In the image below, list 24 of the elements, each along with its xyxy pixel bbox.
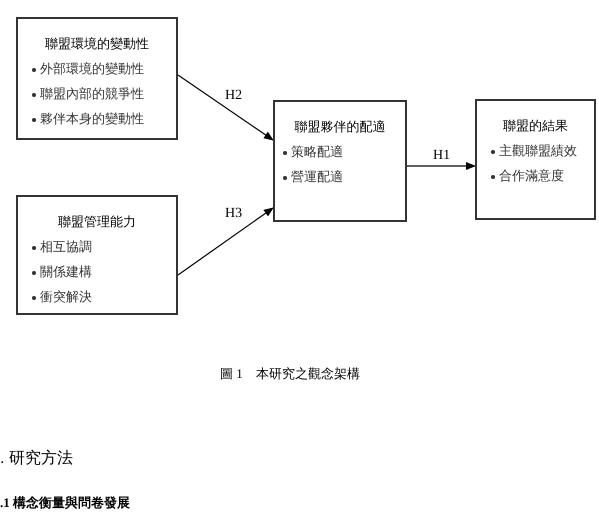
bullet-item: 聯盟內部的競爭性 bbox=[40, 86, 144, 101]
arrow bbox=[178, 74, 274, 141]
figure-caption: 圖 1 本研究之觀念架構 bbox=[220, 365, 360, 383]
box-heading: 聯盟環境的變動性 bbox=[44, 35, 150, 53]
box-heading: 聯盟的結果 bbox=[502, 117, 569, 135]
concept-box bbox=[16, 195, 178, 315]
section-heading: . 研究方法 bbox=[0, 448, 73, 469]
arrow bbox=[178, 207, 274, 276]
bullet-item: 合作滿意度 bbox=[499, 168, 564, 183]
bullet-item: 相互協調 bbox=[40, 239, 92, 254]
bullet-item: 營運配適 bbox=[291, 169, 343, 184]
bullet-item: 外部環境的變動性 bbox=[40, 61, 144, 76]
bullet-item: 關係建構 bbox=[40, 264, 92, 279]
arrow bbox=[407, 162, 476, 170]
bullet-item: 夥伴本身的變動性 bbox=[40, 111, 144, 126]
bullet-item: 主觀聯盟績效 bbox=[499, 143, 577, 158]
concept-box bbox=[475, 99, 596, 220]
bullet-item: 策略配適 bbox=[291, 144, 343, 159]
box-heading: 聯盟管理能力 bbox=[57, 213, 137, 231]
box-heading: 聯盟夥伴的配適 bbox=[294, 118, 386, 136]
concept-box bbox=[16, 17, 178, 140]
subsection-heading: .1 構念衡量與問卷發展 bbox=[0, 494, 130, 512]
concept-box bbox=[273, 100, 407, 222]
bullet-item: 衝突解決 bbox=[40, 289, 92, 304]
